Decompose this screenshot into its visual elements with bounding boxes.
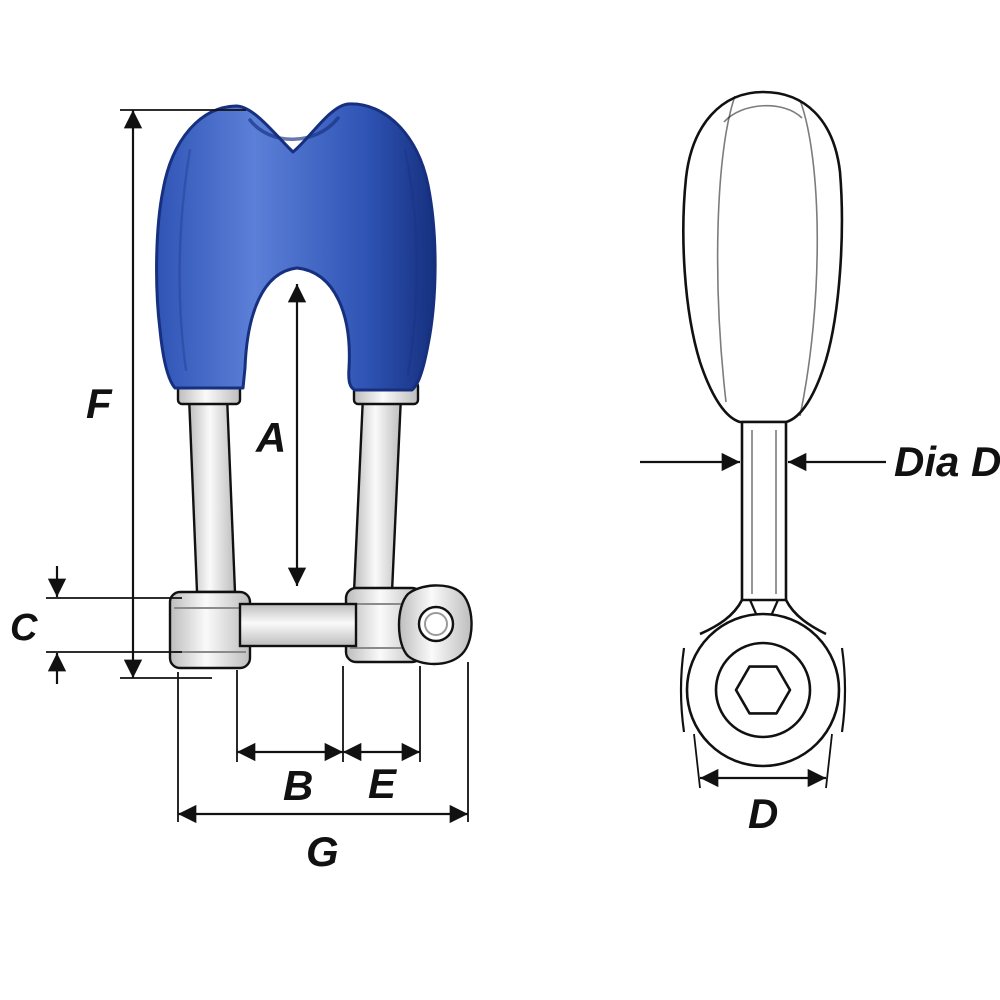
thimble-profile-top-arc	[723, 104, 803, 123]
thimble	[155, 102, 437, 392]
shank	[740, 420, 788, 602]
dimension-dia-d: Dia D	[640, 438, 1000, 485]
dimension-G: G	[178, 804, 468, 875]
label-E: E	[368, 760, 398, 807]
left-flange	[168, 590, 252, 670]
label-F: F	[86, 380, 113, 427]
thimble-right-contour	[403, 148, 418, 377]
label-B: B	[283, 762, 313, 809]
thimble-profile	[682, 90, 844, 424]
thimble-profile-contour-right	[799, 99, 819, 417]
eye-side-flat-right	[840, 647, 847, 733]
dimension-D: D	[693, 733, 833, 837]
label-D: D	[748, 790, 778, 837]
pin-eye-hole	[417, 605, 455, 643]
clevis-pin	[238, 602, 358, 648]
shank-flare-left	[699, 599, 744, 636]
dimension-F: F	[86, 109, 246, 679]
shackle-left-leg	[187, 394, 237, 594]
dimension-A: A	[255, 284, 307, 586]
label-C: C	[10, 607, 38, 649]
pin-eye-hole-rim	[424, 612, 448, 636]
dimension-B: B	[237, 742, 343, 809]
shackle-front-view: F A C B E G	[10, 102, 473, 875]
shackle-side-view: Dia D D	[640, 90, 1000, 837]
shank-flare-right	[784, 599, 827, 636]
label-dia-d: Dia D	[894, 438, 1000, 485]
thimble-saddle-groove	[248, 116, 340, 141]
dimension-E: E	[343, 742, 420, 807]
thimble-profile-contour-left	[716, 95, 736, 403]
eye-side-flat-left	[679, 647, 686, 733]
dimension-C: C	[10, 566, 182, 684]
hex-socket	[734, 665, 792, 715]
label-A: A	[255, 414, 286, 461]
label-G: G	[306, 828, 339, 875]
thimble-left-contour	[178, 148, 192, 372]
shackle-right-leg	[352, 394, 403, 594]
